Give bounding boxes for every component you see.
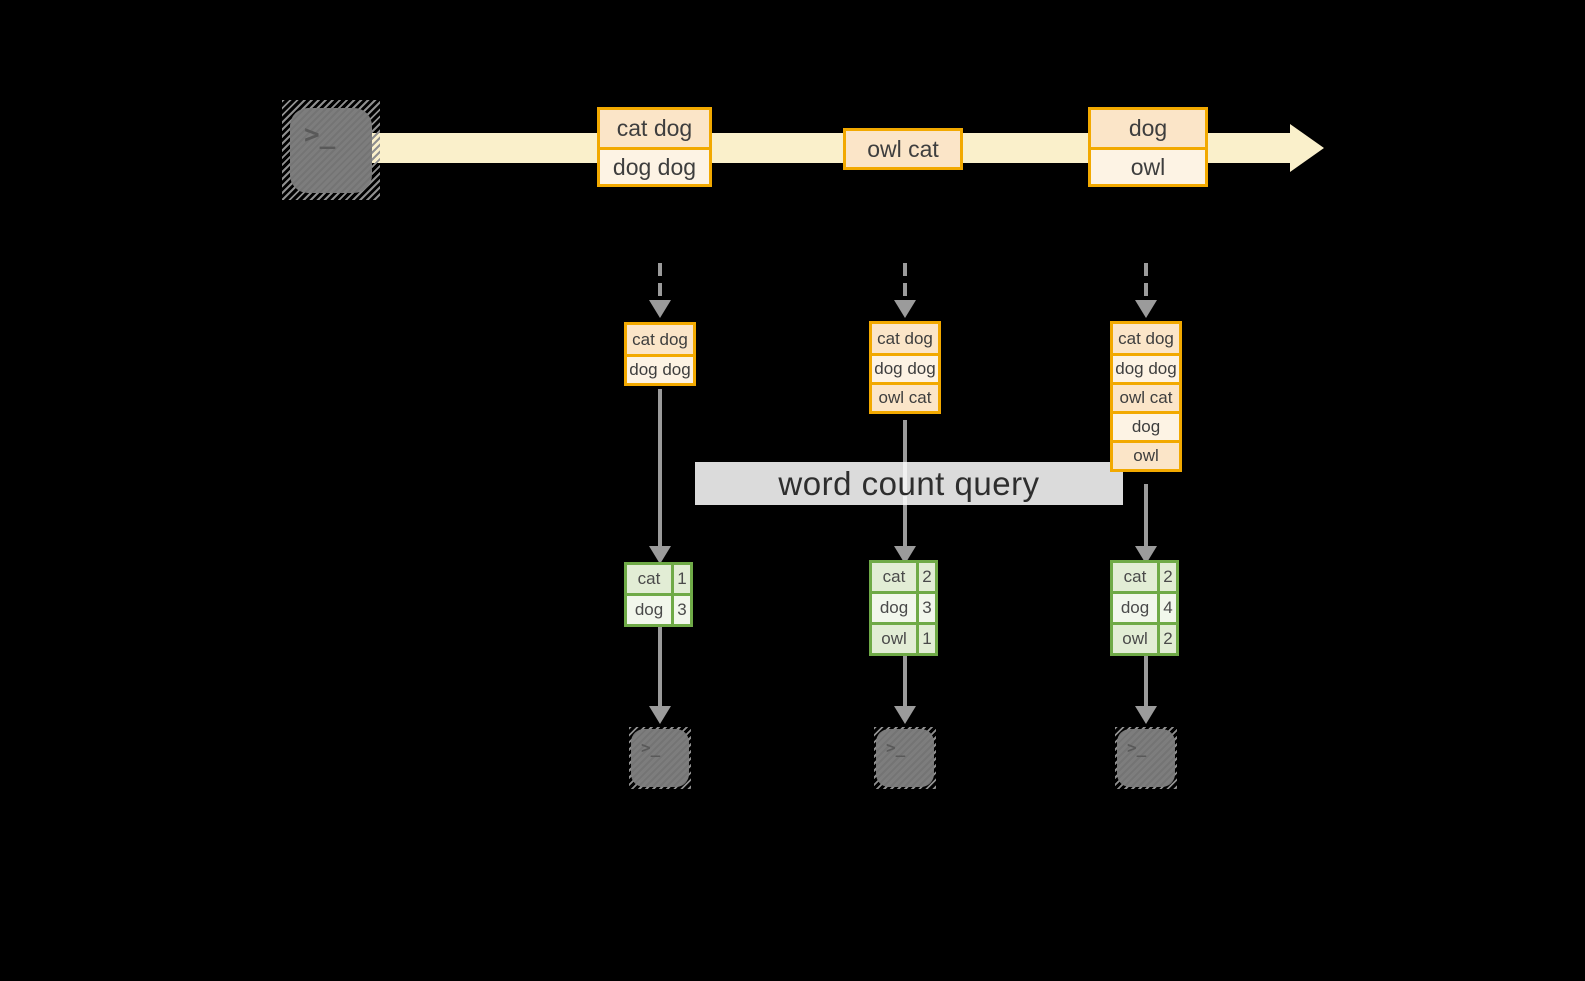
word-cell: dog (1113, 594, 1157, 622)
count-cell: 2 (1157, 563, 1176, 591)
query-label: word count query (695, 462, 1123, 505)
buffer-record: cat dog (1113, 324, 1179, 353)
table-row: cat 1 (627, 565, 690, 593)
word-cell: cat (872, 563, 916, 591)
ingest-arrow-head-left (649, 300, 671, 318)
table-row: owl 2 (1113, 622, 1176, 653)
buffer-record: owl cat (1113, 382, 1179, 411)
terminal-prompt-glyph: >_ (641, 738, 661, 757)
record-buffer-right: cat dog dog dog owl cat dog owl (1110, 321, 1182, 472)
output-arrow-head-right (1135, 706, 1157, 724)
word-cell: cat (627, 565, 671, 593)
terminal-screen: >_ (631, 729, 689, 787)
consumer-terminal-icon-middle: >_ (874, 727, 936, 789)
query-arrow-head-right (1135, 546, 1157, 564)
word-cell: dog (627, 596, 671, 624)
terminal-screen: >_ (876, 729, 934, 787)
event-record: owl (1091, 147, 1205, 184)
ingest-arrow-line-right (1144, 263, 1148, 301)
terminal-prompt-glyph: >_ (304, 120, 336, 150)
event-record: owl cat (846, 131, 960, 167)
stream-event-box-1: cat dog dog dog (597, 107, 712, 187)
event-record: dog dog (600, 147, 709, 184)
count-cell: 1 (916, 625, 935, 653)
table-row: dog 3 (627, 593, 690, 624)
consumer-terminal-icon-left: >_ (629, 727, 691, 789)
event-record: cat dog (600, 110, 709, 147)
word-cell: dog (872, 594, 916, 622)
table-row: owl 1 (872, 622, 935, 653)
count-cell: 2 (1157, 625, 1176, 653)
terminal-screen: >_ (290, 108, 372, 193)
stream-timeline-arrowhead-icon (1290, 124, 1324, 172)
record-buffer-left: cat dog dog dog (624, 322, 696, 386)
buffer-record: cat dog (627, 325, 693, 354)
word-cell: owl (872, 625, 916, 653)
query-arrow-head-middle (894, 546, 916, 564)
terminal-screen: >_ (1117, 729, 1175, 787)
terminal-prompt-glyph: >_ (886, 738, 906, 757)
count-cell: 1 (671, 565, 690, 593)
table-row: dog 3 (872, 591, 935, 622)
count-table-middle: cat 2 dog 3 owl 1 (869, 560, 938, 656)
ingest-arrow-line-middle (903, 263, 907, 301)
count-cell: 3 (916, 594, 935, 622)
output-arrow-line-left (658, 627, 662, 707)
buffer-record: dog dog (872, 353, 938, 382)
count-cell: 2 (916, 563, 935, 591)
consumer-terminal-icon-right: >_ (1115, 727, 1177, 789)
buffer-record: owl (1113, 440, 1179, 469)
count-cell: 3 (671, 596, 690, 624)
record-buffer-middle: cat dog dog dog owl cat (869, 321, 941, 414)
output-arrow-line-middle (903, 656, 907, 707)
query-arrow-line-left (658, 389, 662, 547)
output-arrow-line-right (1144, 656, 1148, 707)
output-arrow-head-middle (894, 706, 916, 724)
buffer-record: dog dog (1113, 353, 1179, 382)
table-row: cat 2 (872, 563, 935, 591)
count-table-left: cat 1 dog 3 (624, 562, 693, 627)
output-arrow-head-left (649, 706, 671, 724)
word-cell: owl (1113, 625, 1157, 653)
query-arrow-line-right (1144, 484, 1148, 547)
producer-terminal-icon: >_ (282, 100, 380, 200)
count-table-right: cat 2 dog 4 owl 2 (1110, 560, 1179, 656)
count-cell: 4 (1157, 594, 1176, 622)
table-row: dog 4 (1113, 591, 1176, 622)
event-record: dog (1091, 110, 1205, 147)
buffer-record: dog dog (627, 354, 693, 383)
terminal-prompt-glyph: >_ (1127, 738, 1147, 757)
query-arrow-head-left (649, 546, 671, 564)
stream-event-box-2: owl cat (843, 128, 963, 170)
ingest-arrow-head-middle (894, 300, 916, 318)
stream-event-box-3: dog owl (1088, 107, 1208, 187)
ingest-arrow-head-right (1135, 300, 1157, 318)
word-cell: cat (1113, 563, 1157, 591)
buffer-record: dog (1113, 411, 1179, 440)
buffer-record: owl cat (872, 382, 938, 411)
buffer-record: cat dog (872, 324, 938, 353)
ingest-arrow-line-left (658, 263, 662, 301)
table-row: cat 2 (1113, 563, 1176, 591)
